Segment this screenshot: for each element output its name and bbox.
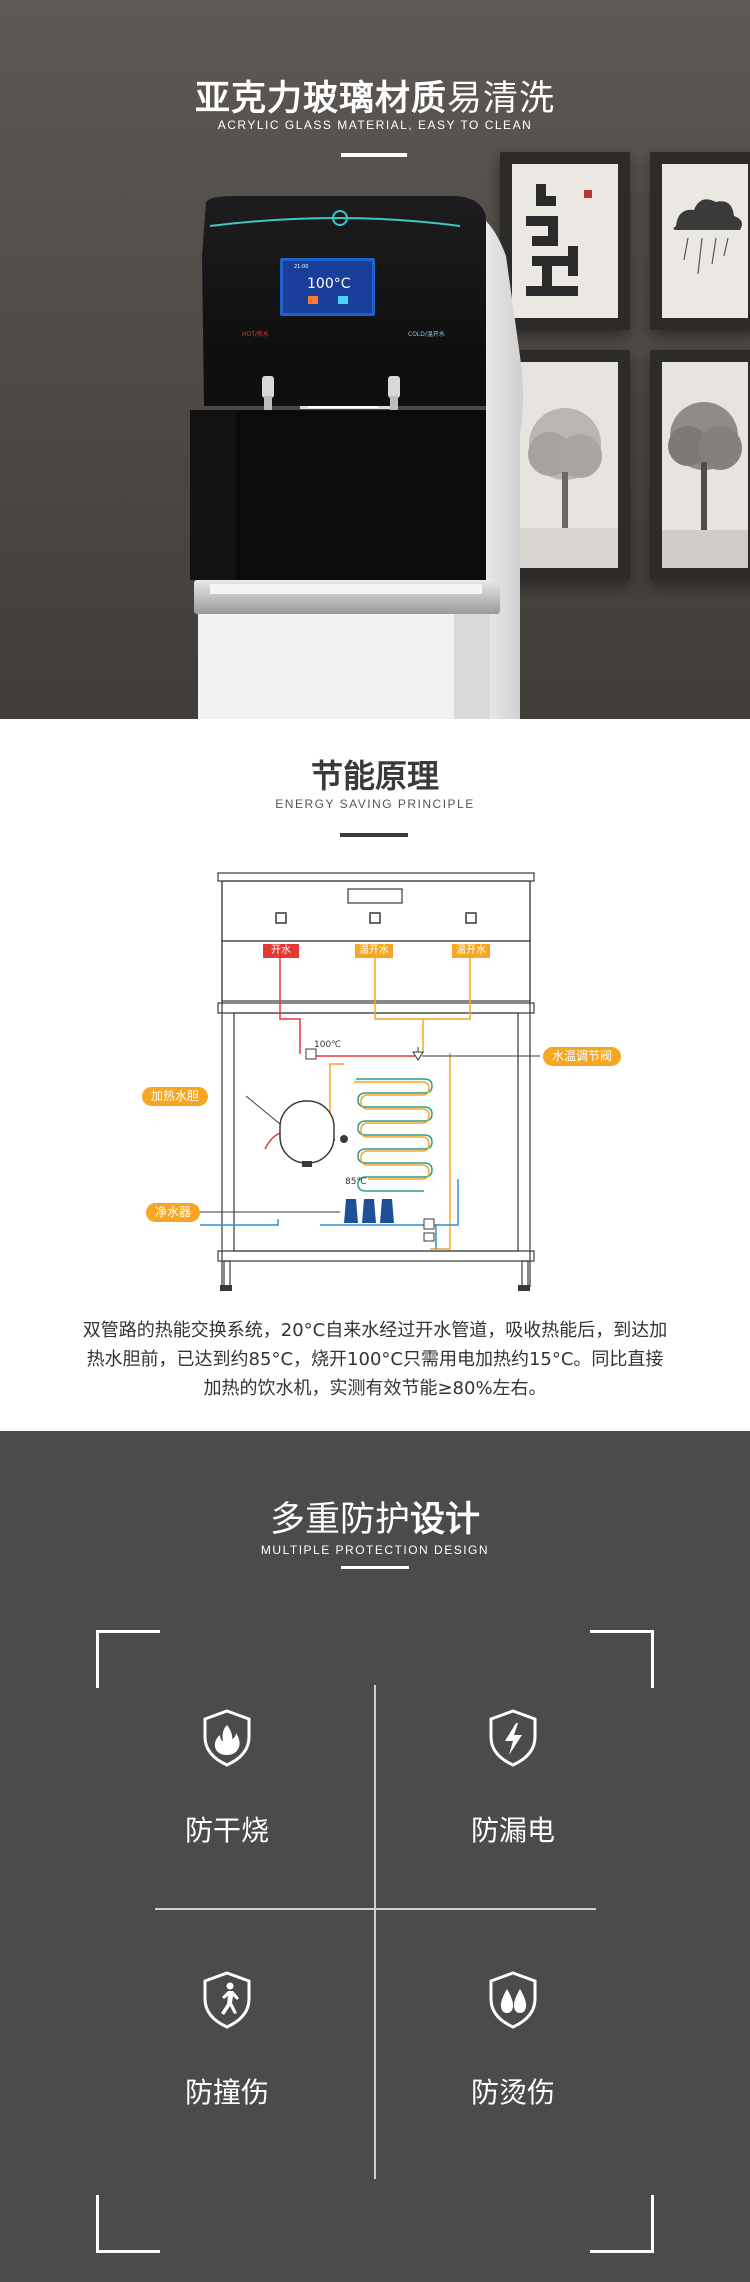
purifier-tag: 净水器: [146, 1203, 201, 1222]
hero-title: 亚克力玻璃材质易清洗: [0, 70, 750, 121]
energy-title: 节能原理: [310, 757, 439, 795]
protection-section: 多重防护设计 MULTIPLE PROTECTION DESIGN 防干烧 防漏…: [0, 1431, 750, 2282]
fire-shield-icon: [203, 1709, 251, 1767]
energy-section: 节能原理 ENERGY SAVING PRINCIPLE: [0, 719, 750, 1431]
warm-water-tag-right: 温开水: [452, 944, 490, 958]
corner-top-right: [590, 1630, 654, 1688]
water-drops-shield-icon: [489, 1971, 537, 2029]
feature-collision: 防撞伤: [102, 1971, 352, 2111]
feature-label: 防漏电: [470, 1814, 555, 1847]
protection-divider: [341, 1566, 409, 1569]
hero-divider: [341, 153, 407, 157]
cold-label: COLD/温开水: [408, 330, 445, 338]
feature-label: 防撞伤: [184, 2076, 269, 2109]
lightning-shield-icon: [489, 1709, 537, 1767]
hero-subtitle: ACRYLIC GLASS MATERIAL, EASY TO CLEAN: [217, 118, 533, 132]
feature-dry-burn: 防干烧: [102, 1709, 352, 1849]
feature-scald: 防烫伤: [388, 1971, 638, 2111]
feature-leakage: 防漏电: [388, 1709, 638, 1849]
feature-label: 防干烧: [184, 1814, 269, 1847]
energy-description: 双管路的热能交换系统，20°C自来水经过开水管道，吸收热能后，到达加热水胆前，已…: [82, 1320, 668, 1399]
hot-label: HOT/热水: [242, 330, 269, 338]
water-dispenser-image: 21:00 100°C HOT/热水 COLD/温开水: [190, 196, 550, 719]
frame-tetris-art: [500, 152, 630, 330]
boiling-water-tag: 开水: [263, 944, 299, 958]
protection-title-bold: 设计: [410, 1500, 481, 1540]
running-person-shield-icon: [203, 1971, 251, 2029]
frame-cloud-art: [650, 152, 750, 330]
corner-top-left: [96, 1630, 160, 1688]
grid-divider-vertical: [374, 1685, 376, 2179]
feature-label: 防烫伤: [470, 2076, 555, 2109]
hero-title-bold: 亚克力玻璃材质: [194, 79, 447, 119]
protection-subtitle: MULTIPLE PROTECTION DESIGN: [260, 1543, 490, 1557]
screen-header: 21:00: [294, 264, 308, 270]
hero-section: 亚克力玻璃材质易清洗 ACRYLIC GLASS MATERIAL, EASY …: [0, 0, 750, 719]
energy-divider: [340, 833, 408, 837]
energy-diagram-svg: 100℃ 85℃: [198, 872, 540, 1291]
warm-water-tag-left: 温开水: [355, 944, 393, 958]
protection-title: 多重防护设计: [0, 1491, 750, 1542]
energy-diagram: 100℃ 85℃ 开水 温开水 温开水 水温调节阀 加热水胆 净水器: [130, 869, 622, 1309]
heater-tag: 加热水胆: [142, 1087, 209, 1106]
grid-divider-horizontal: [155, 1908, 596, 1910]
temp-85-label: 85℃: [345, 1177, 367, 1187]
frame-tree-right-art: [650, 350, 750, 580]
corner-bottom-left: [96, 2195, 160, 2253]
screen-temperature: 100°C: [307, 276, 351, 292]
temp-100-label: 100℃: [314, 1040, 341, 1050]
valve-tag: 水温调节阀: [543, 1047, 622, 1066]
protection-title-light: 多重防护: [269, 1500, 410, 1540]
corner-bottom-right: [590, 2195, 654, 2253]
hero-title-light: 易清洗: [447, 79, 556, 119]
energy-subtitle: ENERGY SAVING PRINCIPLE: [275, 797, 475, 811]
